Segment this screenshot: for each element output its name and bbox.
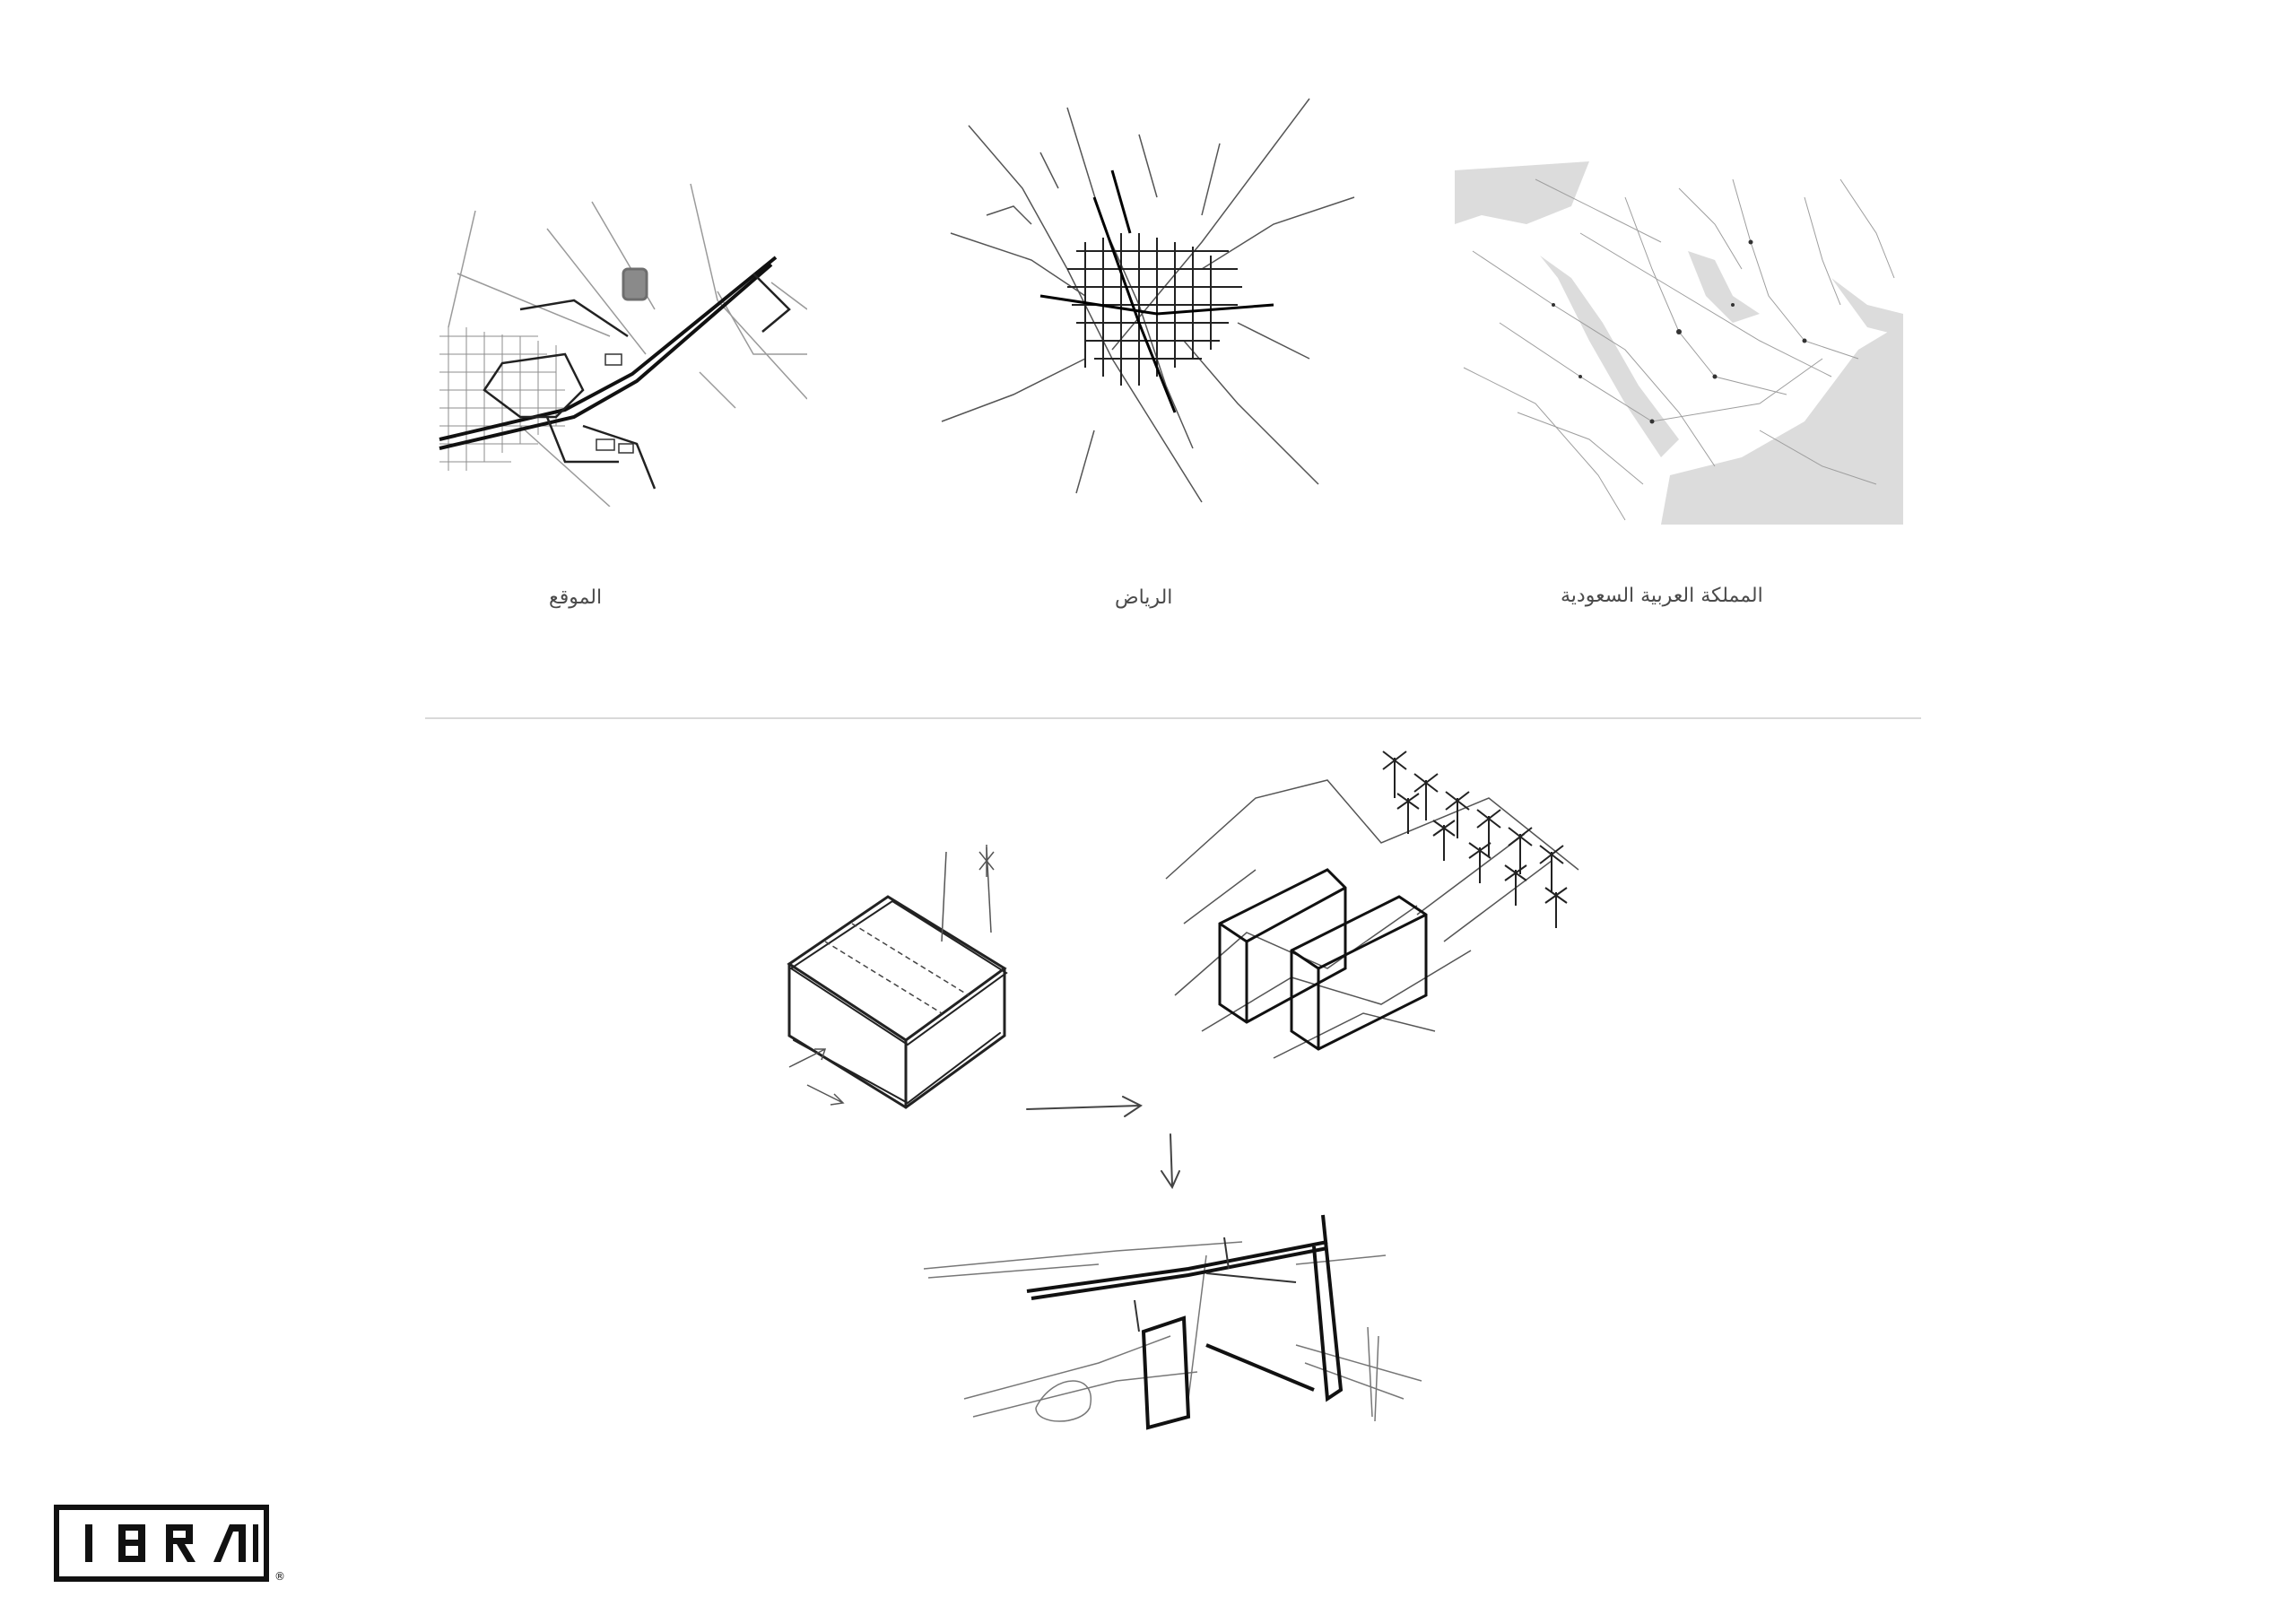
site-map	[430, 175, 807, 507]
ksa-map-caption: المملكة العربية السعودية	[1561, 585, 1763, 607]
concept-sketch-split	[1148, 744, 1596, 1076]
arrow-right-icon	[1022, 1089, 1148, 1125]
concept-sketch-perspective	[919, 1193, 1457, 1444]
concept-sketch-box	[771, 834, 1067, 1121]
ksa-map	[1446, 143, 1903, 525]
arrow-down-icon	[1152, 1130, 1188, 1193]
riyadh-map	[933, 90, 1363, 520]
ibra-logo: ®	[54, 1505, 291, 1589]
section-divider	[425, 717, 1921, 719]
registered-mark: ®	[274, 1570, 285, 1583]
site-map-caption: الموقع	[549, 586, 603, 609]
riyadh-map-caption: الرياض	[1115, 586, 1173, 609]
